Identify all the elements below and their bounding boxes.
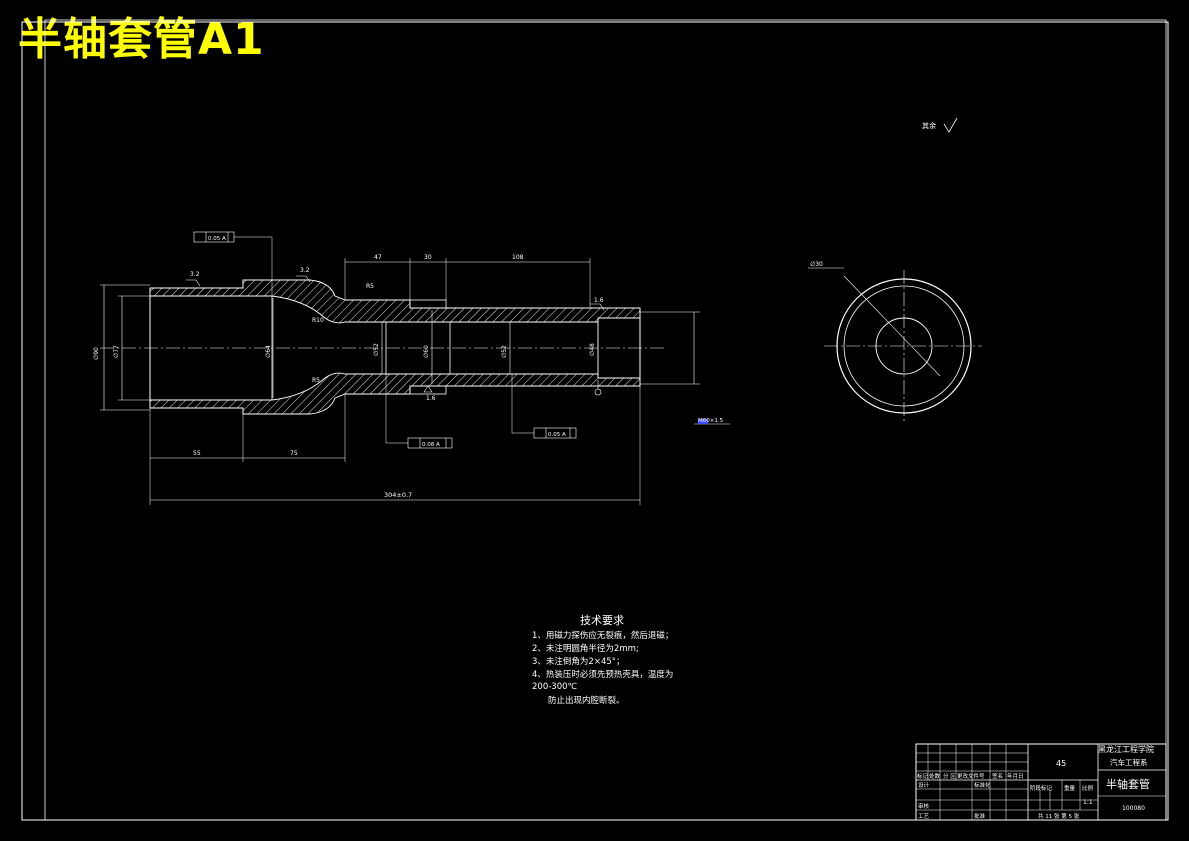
label-ratio: 比例 bbox=[1082, 784, 1094, 792]
tolerance-frame-top: 0.05 A bbox=[193, 231, 273, 296]
radius-r5-bottom: R5 bbox=[312, 377, 320, 384]
svg-text:∅90: ∅90 bbox=[93, 347, 100, 360]
svg-text:∅52: ∅52 bbox=[373, 343, 380, 356]
material: 45 bbox=[1056, 759, 1066, 768]
svg-text:∅52: ∅52 bbox=[501, 345, 508, 358]
label-approve: 批准 bbox=[974, 812, 986, 820]
svg-text:0.05 A: 0.05 A bbox=[548, 432, 566, 438]
dim-overall: 304±0.7 bbox=[384, 491, 412, 499]
dim-75: 75 bbox=[290, 450, 298, 457]
svg-text:0.08 A: 0.08 A bbox=[422, 442, 440, 448]
label-design: 设计 bbox=[918, 781, 930, 789]
header-sign: 签名 bbox=[992, 772, 1003, 780]
svg-text:∅60: ∅60 bbox=[423, 345, 430, 358]
shaft-section-view: ∅90 ∅77 ∅64 ∅52 ∅60 ∅52 ∅48 47 30 108 55… bbox=[93, 231, 730, 505]
radius-r10: R10 bbox=[312, 317, 324, 324]
tolerance-frame-bottom-mid: 0.08 A bbox=[385, 374, 453, 449]
header-mark: 标记 bbox=[917, 772, 929, 780]
dim-108: 108 bbox=[512, 254, 524, 261]
radius-r5-top: R5 bbox=[366, 283, 374, 290]
upper-wall-hatch bbox=[149, 279, 641, 324]
header-zone: 分 区 bbox=[943, 772, 956, 780]
label-stage: 阶段标记 bbox=[1030, 784, 1053, 792]
tolerance-frame-bottom-right: 0.05 A bbox=[511, 374, 577, 439]
lower-wall-hatch bbox=[149, 372, 641, 415]
tech-req-item-6: 防止出现内腔断裂。 bbox=[548, 695, 625, 706]
ra-1-6: 1.6 bbox=[594, 297, 604, 304]
inner-border bbox=[44, 19, 1167, 821]
title-block bbox=[915, 743, 1167, 821]
tech-req-item-3: 3、未注倒角为2×45°； bbox=[532, 656, 625, 667]
label-weight: 重量 bbox=[1064, 784, 1076, 792]
tech-req-item-1: 1、用磁力探伤应无裂痕，然后退磁； bbox=[532, 630, 673, 641]
sheet-info: 共 11 张 第 5 张 bbox=[1038, 812, 1080, 820]
drawing-number: 100080 bbox=[1122, 805, 1145, 812]
tech-req-item-4: 4、热装压时必须先预热壳具，温度为 bbox=[532, 669, 673, 680]
roughness-symbol bbox=[943, 117, 958, 133]
title-block-text: 标记 处数 分 区 更改文件号 签名 年月日 设计 标准化 审核 工艺 批准 阶… bbox=[917, 744, 1154, 820]
tech-req-item-5: 200-300℃ bbox=[532, 682, 578, 692]
svg-text:∅48: ∅48 bbox=[589, 343, 596, 356]
svg-text:∅77: ∅77 bbox=[113, 345, 120, 358]
department: 汽车工程系 bbox=[1110, 757, 1148, 767]
part-name: 半轴套管 bbox=[1106, 777, 1150, 791]
technical-requirements: 技术要求 1、用磁力探伤应无裂痕，然后退磁； 2、未注明圆角半径为2mm; 3、… bbox=[532, 614, 673, 706]
header-change-doc: 更改文件号 bbox=[957, 772, 985, 780]
header-count: 处数 bbox=[929, 772, 941, 780]
dim-55: 55 bbox=[193, 450, 201, 457]
header-date: 年月日 bbox=[1007, 772, 1024, 780]
ra-1-6-bottom: 1.6 bbox=[426, 395, 436, 402]
ra-3-2-b: 3.2 bbox=[300, 267, 310, 274]
label-review: 审核 bbox=[918, 802, 930, 810]
label-standard: 标准化 bbox=[974, 781, 991, 789]
dim-47: 47 bbox=[374, 254, 382, 261]
tech-req-heading: 技术要求 bbox=[580, 614, 624, 627]
end-view-dimension: ∅30 bbox=[810, 261, 823, 268]
roughness-note: 其余 bbox=[922, 121, 936, 130]
ra-3-2-a: 3.2 bbox=[190, 271, 200, 278]
svg-text:0.05 A: 0.05 A bbox=[208, 236, 226, 242]
scale: 1:1 bbox=[1083, 799, 1093, 806]
tech-req-item-2: 2、未注明圆角半径为2mm; bbox=[532, 643, 639, 654]
label-process: 工艺 bbox=[918, 813, 930, 820]
school-name: 黑龙江工程学院 bbox=[1098, 744, 1154, 754]
thread-callout: M60×1.5 bbox=[698, 418, 724, 424]
end-view: ∅30 bbox=[808, 261, 982, 424]
svg-text:∅64: ∅64 bbox=[265, 345, 272, 358]
dim-30: 30 bbox=[424, 254, 432, 261]
